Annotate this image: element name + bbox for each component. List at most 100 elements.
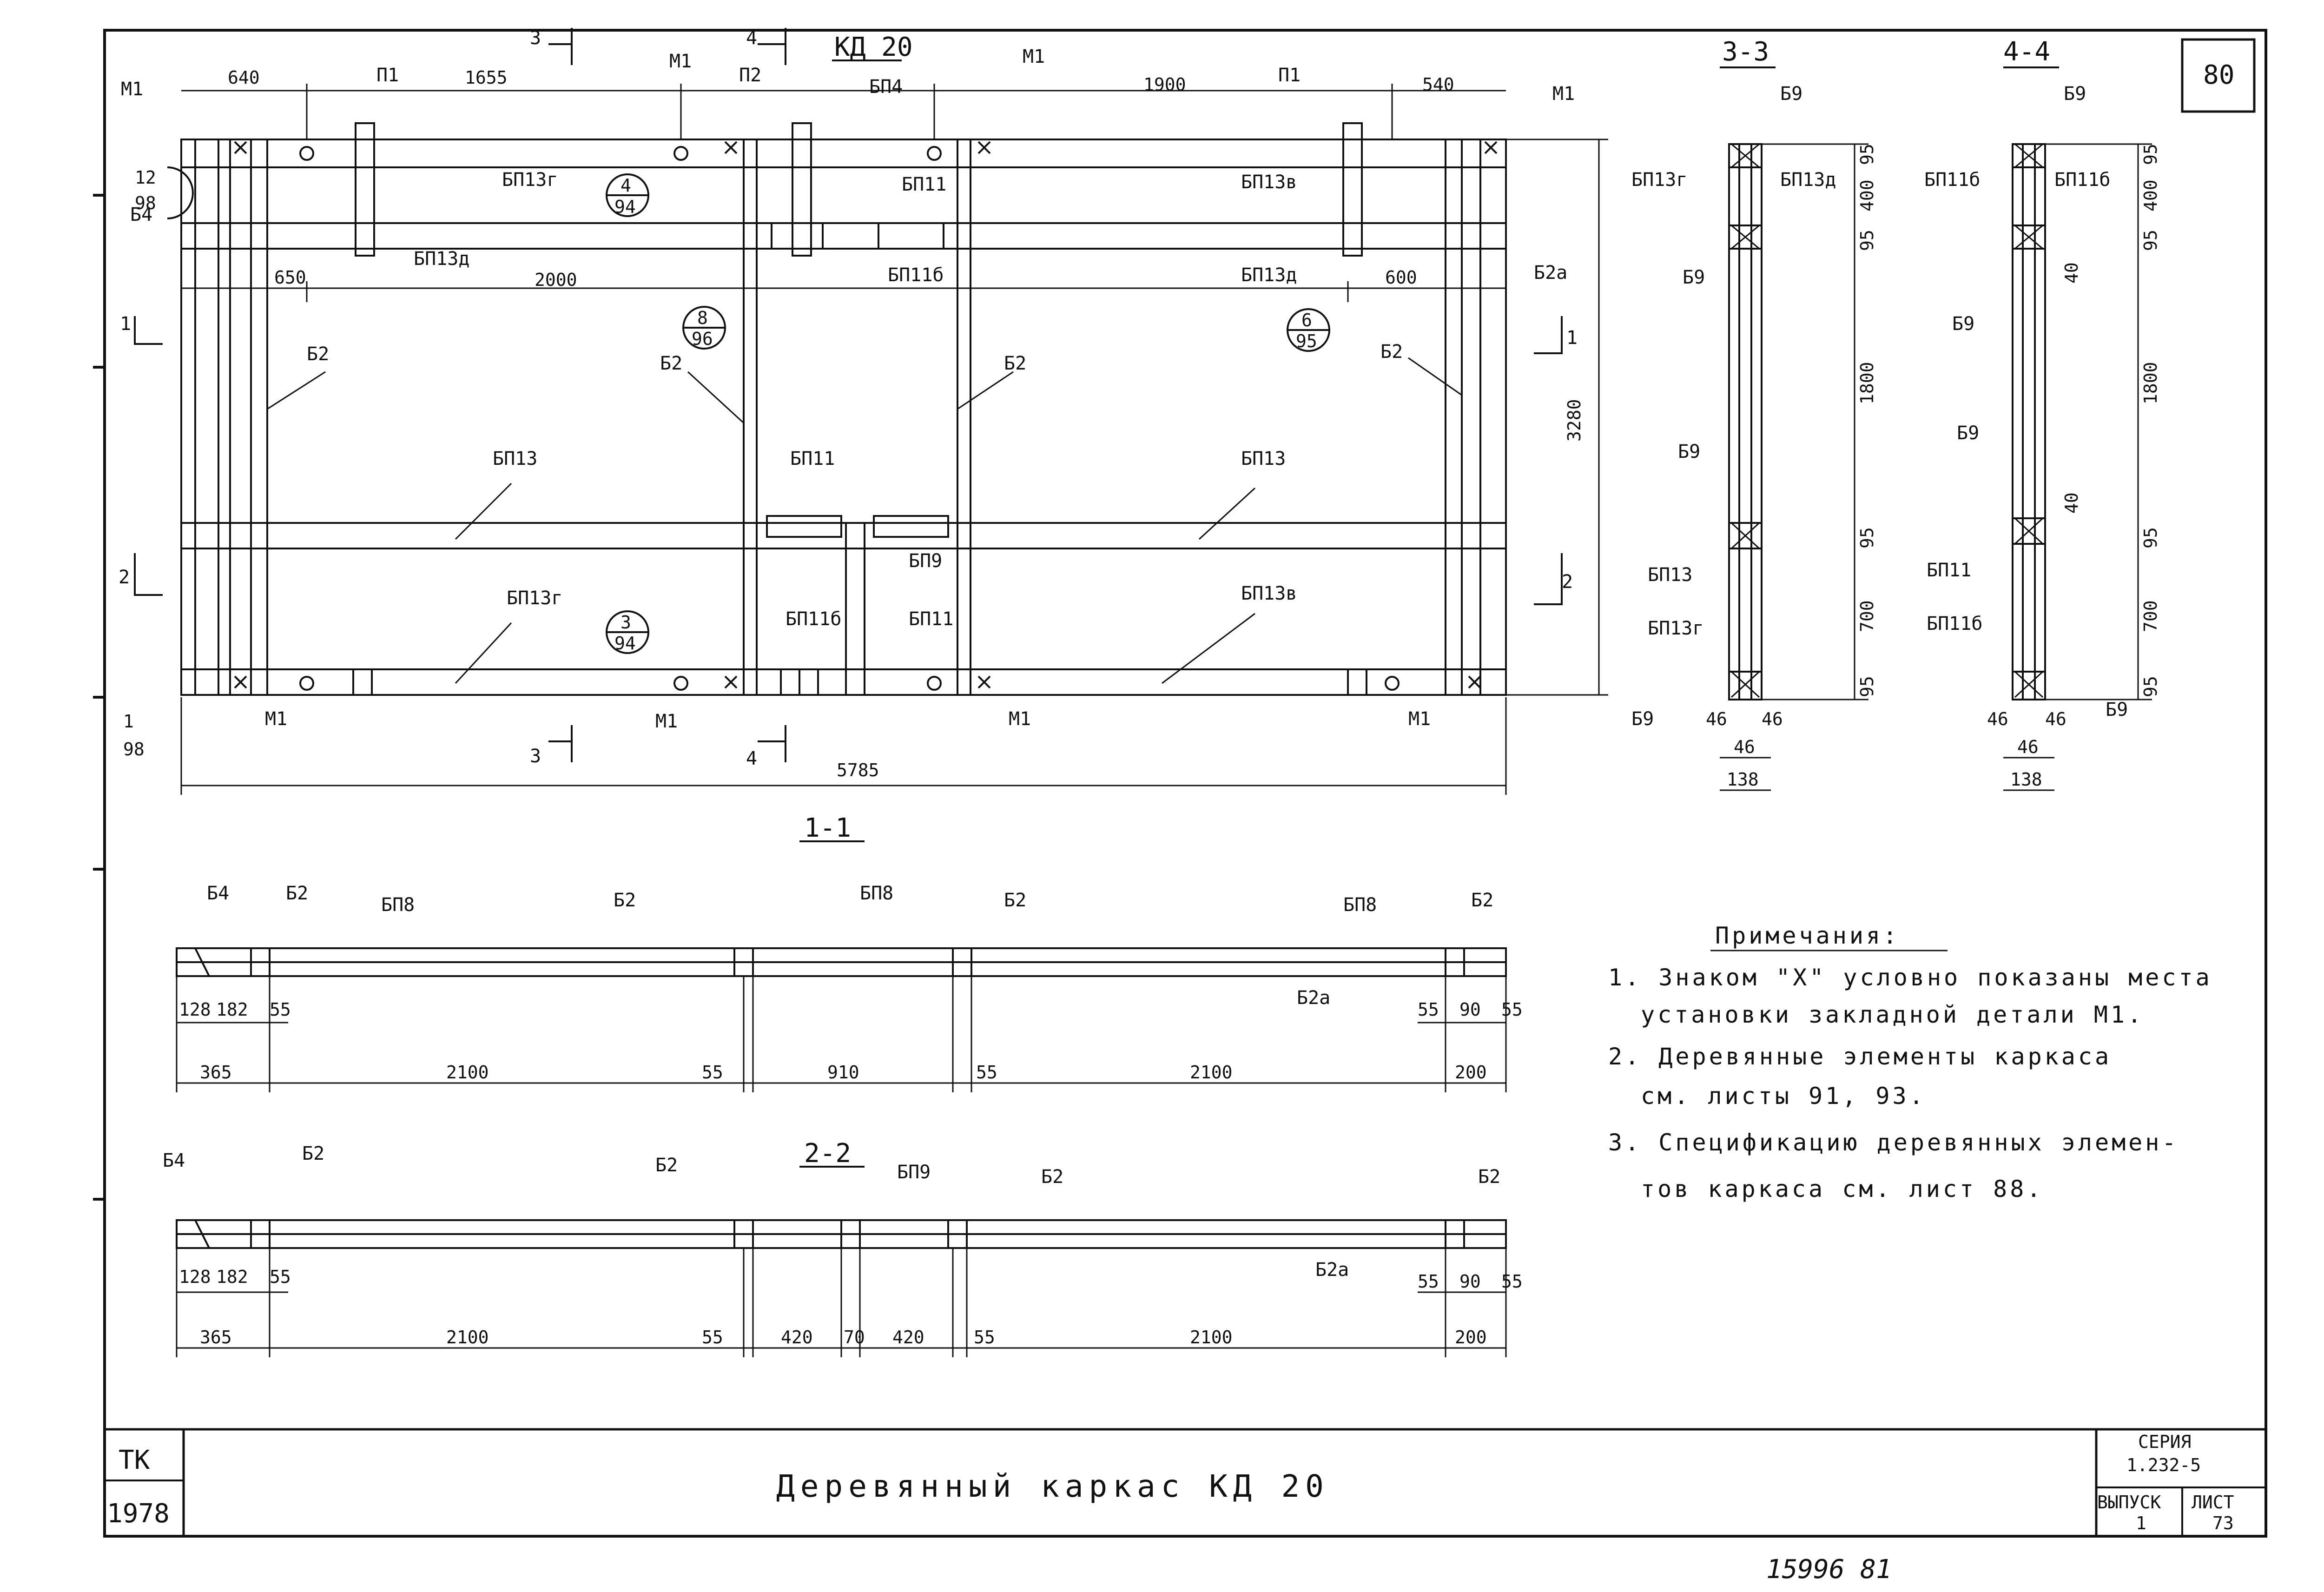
s22-small-dim: 55: [270, 1267, 291, 1287]
sheet-number-box: [2181, 38, 2256, 113]
s33-dim: 46: [1706, 709, 1727, 729]
section-mark-3: 3: [530, 746, 541, 767]
s22-b2a: Б2а: [1315, 1259, 1349, 1281]
s44-label: Б9: [1957, 423, 1979, 444]
s11-dim: 200: [1455, 1062, 1487, 1083]
dim-1900: 1900: [1143, 74, 1186, 95]
s44-label: Б9: [2106, 699, 2128, 720]
s11-b2: Б2: [1004, 890, 1026, 911]
s22-b4: Б4: [163, 1150, 185, 1171]
plan-view: [134, 28, 1608, 795]
s33-label: БП13д: [1780, 169, 1836, 191]
s22-dim: 420: [892, 1327, 924, 1348]
ref-sheet: 95: [1296, 331, 1317, 351]
s11-small-dim: 55: [270, 999, 291, 1020]
label-bp11: БП11: [902, 174, 946, 195]
s11-b2: Б2: [286, 883, 308, 904]
s22-small-dim: 128: [179, 1267, 211, 1287]
s33-dim: 95: [1857, 527, 1877, 548]
s22-dim: 2100: [1190, 1327, 1233, 1348]
s44-label: БП11: [1927, 560, 1971, 581]
section-mark-4: 4: [746, 27, 757, 49]
ref-sheet: 98: [123, 739, 145, 760]
s22-dim: 365: [200, 1327, 232, 1348]
section-1-1-title: 1-1: [804, 813, 851, 843]
dim-640: 640: [228, 67, 260, 88]
s44-label: Б9: [2064, 83, 2086, 105]
s33-label: БП13г: [1648, 618, 1703, 639]
s44-label: БП11б: [2054, 169, 2110, 191]
s33-dim: 700: [1857, 600, 1877, 632]
label-bp4: БП4: [869, 76, 903, 98]
note-line: 2. Деревянные элементы каркаса: [1608, 1043, 2112, 1070]
label-bp11b: БП11б: [786, 608, 841, 630]
s11-b4: Б4: [207, 883, 229, 904]
section-4-4-view: [2003, 143, 2152, 791]
section-4-4-title: 4-4: [2003, 37, 2050, 67]
label-m1: М1: [1408, 708, 1431, 730]
section-mark-2: 2: [119, 567, 130, 588]
s22-dim: 2100: [446, 1327, 489, 1348]
s33-dim: 46: [1734, 737, 1755, 757]
s11-dim: 910: [827, 1062, 859, 1083]
dim-3280: 3280: [1564, 399, 1585, 442]
issue-value: 1: [2136, 1513, 2146, 1533]
section-mark-4: 4: [746, 748, 757, 769]
s44-dim: 95: [2140, 676, 2161, 697]
s44-dim: 46: [2017, 737, 2039, 757]
s33-dim: 95: [1857, 144, 1877, 165]
s33-label: Б9: [1631, 708, 1654, 730]
s33-label: Б9: [1678, 441, 1700, 462]
s11-bp8: БП8: [381, 894, 415, 916]
s33-dim: 46: [1762, 709, 1783, 729]
ref-sheet: 98: [135, 193, 156, 213]
label-bp11b: БП11б: [888, 264, 944, 286]
sheet-label: ЛИСТ: [2192, 1492, 2234, 1513]
ref-num: 3: [621, 612, 631, 633]
ref-sheet: 94: [614, 633, 636, 654]
ref-num: 1: [123, 711, 134, 732]
s11-b2: Б2: [1471, 890, 1493, 911]
label-b2: Б2: [660, 353, 682, 374]
issue-label: ВЫПУСК: [2097, 1492, 2161, 1513]
label-bp13g: БП13г: [502, 169, 558, 191]
s11-dim: 365: [200, 1062, 232, 1083]
dim-5785: 5785: [837, 760, 879, 780]
s44-dim: 46: [2045, 709, 2067, 729]
label-bp11: БП11: [790, 448, 835, 469]
ref-num: 4: [621, 175, 631, 196]
s11-small-dim: 128: [179, 999, 211, 1020]
handwritten-number: 15996 81: [1766, 1554, 1892, 1585]
s11-small-dim: 182: [216, 999, 248, 1020]
label-bp13v: БП13в: [1241, 172, 1297, 193]
s33-label: БП13: [1648, 564, 1692, 586]
s44-dim: 138: [2010, 769, 2042, 790]
section-1-1-view: [176, 840, 1507, 1092]
s33-dim: 95: [1857, 230, 1877, 251]
s22-b2: Б2: [302, 1143, 324, 1164]
s11-bp8: БП8: [1343, 894, 1377, 916]
s11-dim: 55: [976, 1062, 997, 1083]
sheet-value: 73: [2212, 1513, 2234, 1533]
stamp-year: 1978: [107, 1499, 170, 1529]
s11-dim: 2100: [446, 1062, 489, 1083]
dim-650: 650: [274, 267, 306, 288]
s44-dim: 95: [2140, 144, 2161, 165]
section-mark-2: 2: [1562, 571, 1573, 593]
s44-dim: 700: [2140, 600, 2161, 632]
s11-dim: 2100: [1190, 1062, 1233, 1083]
dim-600: 600: [1385, 267, 1417, 288]
section-2-2-view: [176, 1166, 1507, 1357]
label-p2: П2: [739, 65, 761, 86]
label-m1: М1: [669, 51, 692, 72]
s11-small-dim: 55: [1418, 999, 1439, 1020]
s22-bp9: БП9: [897, 1162, 931, 1183]
s22-b2: Б2: [1478, 1166, 1500, 1188]
s33-dim: 95: [1857, 676, 1877, 697]
s11-small-dim: 55: [1501, 999, 1523, 1020]
s33-label: Б9: [1780, 83, 1802, 105]
s44-dim: 40: [2061, 492, 2082, 514]
s22-small-dim: 90: [1459, 1271, 1481, 1292]
label-p1: П1: [376, 65, 399, 86]
